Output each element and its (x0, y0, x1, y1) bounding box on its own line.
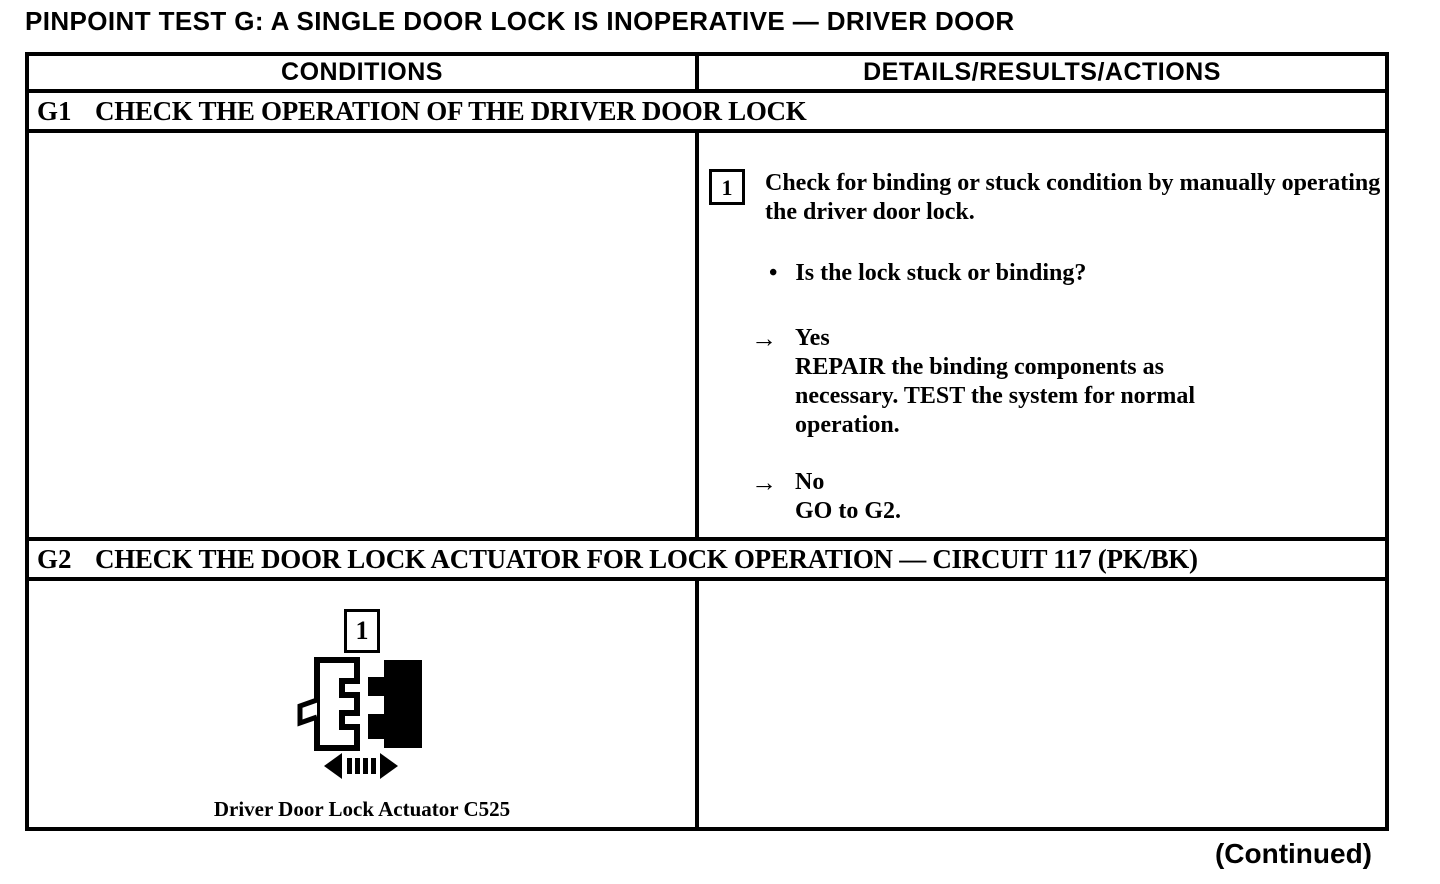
step-g2-body-row: 1 (29, 581, 1385, 827)
g2-conditions-cell: 1 (29, 581, 699, 827)
g1-details-cell: 1 Check for binding or stuck condition b… (699, 133, 1385, 537)
figure-callout-box: 1 (344, 609, 380, 653)
result-no-answer: No (795, 469, 825, 495)
result-no-text: No GO to G2. (795, 468, 1273, 526)
continued-note: (Continued) (1214, 838, 1372, 869)
result-no-action: GO to G2. (795, 498, 901, 524)
door-lock-plug-icon (314, 657, 360, 751)
g1-result-no: → No GO to G2. (699, 468, 1385, 526)
step-g2-heading-row: G2 CHECK THE DOOR LOCK ACTUATOR FOR LOCK… (29, 541, 1385, 581)
plug-tab-icon (297, 697, 318, 727)
page-title: PINPOINT TEST G: A SINGLE DOOR LOCK IS I… (25, 6, 1015, 36)
door-lock-actuator-illustration (297, 657, 422, 779)
step-question: Is the lock stuck or binding? (795, 260, 1087, 286)
g1-conditions-cell (29, 133, 699, 537)
step-g2-heading: CHECK THE DOOR LOCK ACTUATOR FOR LOCK OP… (95, 543, 1198, 574)
bullet-icon: • (769, 260, 778, 286)
result-yes-answer: Yes (795, 325, 830, 351)
g1-question-line: • Is the lock stuck or binding? (699, 259, 1385, 288)
step-g1-heading-row: G1 CHECK THE OPERATION OF THE DRIVER DOO… (29, 93, 1385, 133)
g1-step-1: 1 Check for binding or stuck condition b… (699, 169, 1385, 227)
actuator-body-icon (368, 660, 422, 748)
step-g1-body-row: 1 Check for binding or stuck condition b… (29, 133, 1385, 541)
unplug-arrows-icon (324, 753, 398, 779)
step-number-box: 1 (709, 169, 745, 205)
g1-result-yes: → Yes REPAIR the binding components as n… (699, 324, 1385, 440)
step-instruction: Check for binding or stuck condition by … (765, 170, 1381, 225)
result-yes-action: REPAIR the binding components as necessa… (795, 354, 1195, 438)
pinpoint-test-table: CONDITIONS DETAILS/RESULTS/ACTIONS G1 CH… (25, 52, 1389, 831)
step-g1-heading: CHECK THE OPERATION OF THE DRIVER DOOR L… (95, 95, 807, 126)
actuator-figure: 1 (292, 609, 432, 784)
g2-details-cell (699, 581, 1385, 827)
step-g1-id: G1 (37, 95, 72, 126)
figure-caption: Driver Door Lock Actuator C525 (213, 797, 511, 821)
result-yes-text: Yes REPAIR the binding components as nec… (795, 324, 1273, 440)
arrow-right-icon: → (751, 468, 777, 497)
column-header-conditions: CONDITIONS (29, 56, 699, 89)
arrow-right-icon: → (751, 324, 777, 353)
table-header-row: CONDITIONS DETAILS/RESULTS/ACTIONS (29, 56, 1385, 93)
step-g2-id: G2 (37, 543, 72, 574)
column-header-details: DETAILS/RESULTS/ACTIONS (863, 58, 1221, 86)
